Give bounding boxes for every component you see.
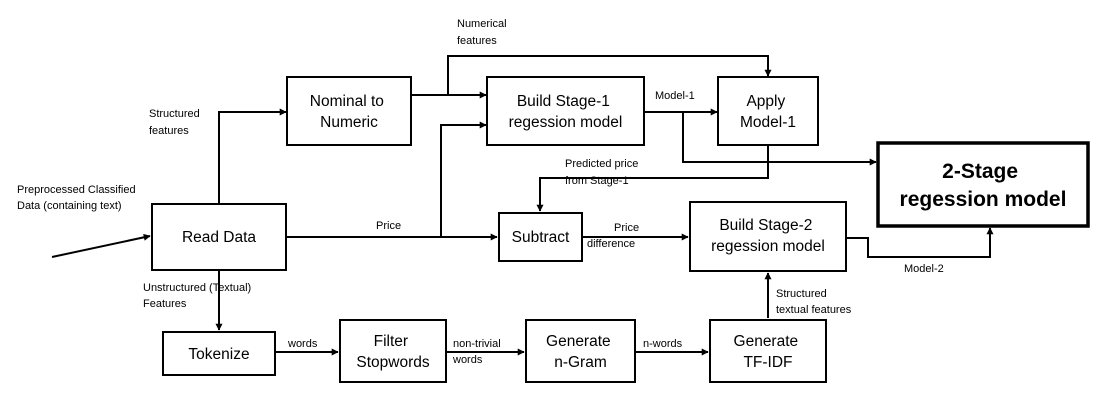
price-difference-1: Price	[614, 222, 639, 234]
price-label: Price	[376, 220, 401, 232]
model2-label-text: Model-2	[904, 263, 944, 275]
input-label-2: Data (containing text)	[17, 200, 122, 212]
predicted-price-2: from Stage-1	[565, 175, 629, 187]
n-words-label: n-words	[643, 338, 683, 350]
words-label-text: words	[287, 338, 318, 350]
structured-textual-1: Structured	[776, 288, 827, 300]
structured-features-label: Structured features	[149, 108, 203, 137]
non-trivial-2: words	[452, 354, 483, 366]
tfidf-text: Generate TF-IDF	[734, 333, 803, 371]
apply-model1-text: Apply Model-1	[740, 93, 796, 131]
subtract-line: Subtract	[512, 229, 570, 246]
non-trivial-words-label: non-trivial words	[452, 338, 504, 366]
structured-textual-label: Structured textual features	[776, 288, 852, 316]
numerical-features-label: Numerical features	[457, 18, 510, 47]
stage2-line-1: Build Stage-2	[719, 217, 812, 234]
arrow-read-to-nominal	[218, 108, 287, 203]
input-arrow	[51, 233, 151, 258]
stage1-line-2: regession model	[509, 114, 623, 131]
filter-stopwords-box: Filter Stopwords	[339, 319, 447, 383]
tfidf-line-2: TF-IDF	[743, 354, 792, 371]
apply-model1-box: Apply Model-1	[717, 76, 819, 146]
structured-features-1: Structured	[149, 108, 200, 120]
stage1-line-1: Build Stage-1	[517, 93, 610, 110]
tokenize-line: Tokenize	[188, 346, 249, 363]
nominal-to-numeric-box: Nominal to Numeric	[286, 76, 412, 146]
arrow-price-to-stage1	[440, 121, 487, 237]
numerical-features-2: features	[457, 35, 497, 47]
read-data-box: Read Data	[151, 203, 287, 271]
arrow-numerical-to-apply	[447, 55, 772, 95]
nominal-line-2: Numeric	[320, 114, 378, 131]
arrow-model1-to-2stage	[682, 112, 877, 166]
ngram-line-1: Generate	[546, 333, 611, 350]
read-data-line: Read Data	[182, 229, 256, 246]
words-label: words	[287, 338, 318, 350]
read-data-text: Read Data	[182, 229, 256, 246]
non-trivial-1: non-trivial	[453, 338, 501, 350]
unstructured-features-1: Unstructured (Textual)	[143, 282, 251, 294]
build-stage1-text: Build Stage-1 regession model	[509, 93, 623, 131]
price-label-text: Price	[376, 220, 401, 232]
unstructured-features-label: Unstructured (Textual) Features	[143, 282, 254, 310]
apply-line-1: Apply	[746, 93, 785, 110]
predicted-price-1: Predicted price	[565, 158, 638, 170]
structured-features-2: features	[149, 125, 189, 137]
numerical-features-1: Numerical	[457, 18, 507, 30]
subtract-box: Subtract	[498, 212, 583, 262]
filter-stopwords-text: Filter Stopwords	[356, 333, 429, 371]
model1-label: Model-1	[655, 90, 695, 102]
build-stage2-box: Build Stage-2 regession model	[689, 201, 847, 272]
unstructured-features-2: Features	[143, 298, 187, 310]
arrow-predicted-to-subtract	[536, 145, 769, 212]
tokenize-text: Tokenize	[188, 346, 249, 363]
arrow-stage2-to-2stage	[847, 227, 994, 258]
generate-tfidf-box: Generate TF-IDF	[709, 319, 827, 383]
tfidf-line-1: Generate	[734, 333, 799, 350]
build-stage2-text: Build Stage-2 regession model	[711, 217, 825, 255]
model2-label: Model-2	[904, 263, 944, 275]
predicted-price-label: Predicted price from Stage-1	[565, 158, 641, 187]
input-label-1: Preprocessed Classified	[17, 184, 136, 196]
apply-line-2: Model-1	[740, 114, 796, 131]
model1-label-text: Model-1	[655, 90, 695, 102]
tokenize-box: Tokenize	[162, 331, 276, 376]
stage2-line-2: regession model	[711, 238, 825, 255]
ngram-line-2: n-Gram	[554, 354, 607, 371]
subtract-text: Subtract	[512, 229, 570, 246]
n-words-label-text: n-words	[643, 338, 683, 350]
ngram-text: Generate n-Gram	[546, 333, 615, 371]
nominal-line-1: Nominal to	[310, 93, 384, 110]
generate-ngram-box: Generate n-Gram	[525, 319, 636, 383]
build-stage1-box: Build Stage-1 regession model	[486, 76, 645, 146]
filter-line-1: Filter	[374, 333, 408, 350]
input-label: Preprocessed Classified Data (containing…	[17, 184, 139, 212]
price-difference-2: difference	[587, 238, 635, 250]
connectors	[51, 55, 994, 356]
price-difference-label: Price difference	[587, 222, 642, 250]
two-stage-line-1: 2-Stage	[942, 160, 1018, 183]
filter-line-2: Stopwords	[356, 354, 429, 371]
nominal-to-numeric-text: Nominal to Numeric	[310, 93, 388, 131]
structured-textual-2: textual features	[776, 304, 852, 316]
two-stage-line-2: regession model	[900, 188, 1067, 211]
two-stage-model-box: 2-Stage regession model	[876, 141, 1090, 228]
two-stage-text: 2-Stage regession model	[900, 160, 1067, 211]
